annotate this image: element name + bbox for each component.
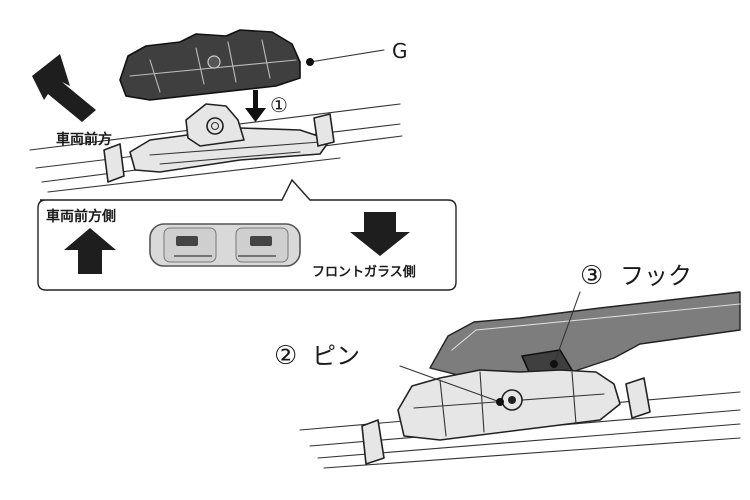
adapter-g	[119, 29, 301, 101]
rail-end-cap-left-bottom	[361, 419, 385, 465]
label-step2: ②	[274, 341, 297, 371]
leader-hook	[553, 291, 581, 365]
label-vehicle-front: 車両前方	[56, 131, 112, 148]
front-arrow-icon	[32, 54, 96, 122]
insert-arrow-icon	[245, 90, 266, 122]
down-arrow-icon	[350, 212, 410, 256]
rail-end-cap-right-bottom	[625, 377, 651, 419]
leader-pin	[399, 365, 501, 403]
wiper-arm	[429, 291, 741, 381]
label-g: G	[392, 39, 408, 63]
rail-end-cap-right	[313, 113, 335, 147]
bottom-assembly: ② ピン ③ フック	[274, 261, 741, 469]
up-arrow-icon	[64, 228, 116, 274]
rail-end-cap-left	[103, 143, 125, 183]
label-step3: ③	[580, 261, 603, 291]
leader-g	[309, 49, 385, 63]
label-vehicle-front-side: 車両前方側	[46, 208, 116, 225]
adapter-top-view	[149, 223, 301, 267]
label-pin: ピン	[312, 342, 360, 370]
orientation-callout: 車両前方側 フロントガラス側	[37, 178, 457, 291]
label-step1: ①	[270, 93, 288, 117]
pivot-hole	[206, 117, 224, 135]
leader-dot-g	[306, 58, 314, 66]
label-windshield-side: フロントガラス側	[312, 264, 416, 280]
label-hook: フック	[620, 262, 692, 290]
top-assembly: G ① 車両前方	[29, 29, 408, 193]
